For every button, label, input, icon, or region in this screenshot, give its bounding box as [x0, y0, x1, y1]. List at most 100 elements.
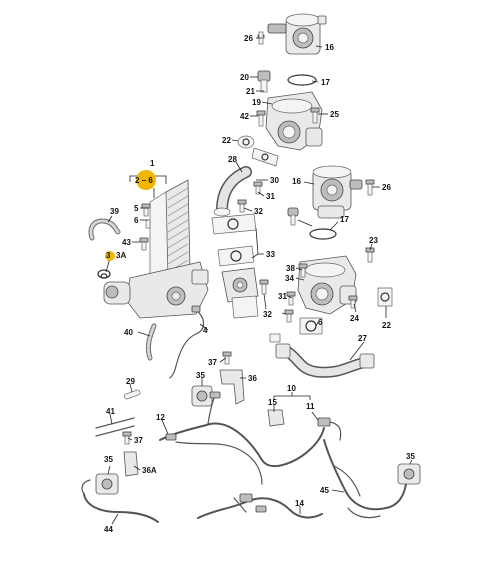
egr-cooler-1 [125, 179, 209, 319]
pipe-29 [124, 389, 141, 400]
callout-24: 24 [350, 314, 359, 323]
callout-10: 10 [287, 384, 296, 393]
callout-36a: 36A [142, 466, 157, 475]
connector-12 [165, 433, 177, 441]
callout-17-upper: 17 [321, 78, 330, 87]
screw-32-upper [237, 199, 247, 213]
callout-35-upper: 35 [196, 371, 205, 380]
sensor-32-lower [287, 207, 299, 226]
callout-44: 44 [104, 525, 113, 534]
screw-42 [256, 110, 266, 127]
screw-24 [348, 295, 358, 309]
screw-32-lower [284, 309, 294, 323]
intake-pipe-30 [213, 166, 252, 217]
vacuum-harness-10 [159, 397, 325, 485]
callout-37-upper: 37 [208, 358, 217, 367]
callout-29: 29 [126, 377, 135, 386]
gasket-33-lower [217, 245, 255, 267]
callout-45: 45 [320, 486, 329, 495]
callout-21: 21 [246, 87, 255, 96]
callout-28: 28 [228, 155, 237, 164]
coolant-hose-39 [88, 218, 121, 241]
clip-15 [267, 409, 285, 427]
vacuum-harness-14 [197, 493, 323, 519]
highlight-marker-3 [105, 251, 115, 261]
callout-40: 40 [124, 328, 133, 337]
highlight-marker-2-6 [136, 170, 156, 190]
callout-38: 38 [286, 264, 295, 273]
callout-12: 12 [156, 413, 165, 422]
callout-33: 33 [266, 250, 275, 259]
callout-26-lower: 26 [382, 183, 391, 192]
callout-35-right: 35 [406, 452, 415, 461]
callout-16-upper: 16 [325, 43, 334, 52]
o-ring-3a [97, 269, 111, 279]
gasket-28 [251, 147, 279, 167]
pipe-27 [275, 343, 375, 378]
callout-43: 43 [122, 238, 131, 247]
callout-6-cooler: 6 [134, 216, 139, 225]
egr-valve-upper [267, 13, 327, 55]
screw-37-upper [222, 351, 232, 365]
callout-16-lower: 16 [292, 177, 301, 186]
callout-35-left: 35 [104, 455, 113, 464]
screw-38 [298, 263, 308, 278]
callout-5: 5 [134, 204, 139, 213]
callout-41: 41 [106, 407, 115, 416]
coolant-hose-40 [145, 323, 157, 361]
callout-34: 34 [285, 274, 294, 283]
screw-6-cooler [145, 219, 151, 229]
callout-17-lower: 17 [340, 215, 349, 224]
egr-cooler-valve-3 [103, 281, 131, 305]
callout-3a: 3A [116, 251, 126, 260]
callout-2-6: 2 – 6 [135, 176, 153, 185]
solenoid-35-upper [191, 385, 221, 407]
callout-14: 14 [295, 499, 304, 508]
vacuum-line-4 [169, 305, 205, 379]
gasket-22-upper [237, 135, 255, 149]
callout-31-lower: 31 [278, 292, 287, 301]
screw-26-lower [365, 179, 375, 196]
vacuum-line-44 [81, 479, 159, 523]
callout-42: 42 [240, 112, 249, 121]
callout-1: 1 [150, 159, 155, 168]
callout-30: 30 [270, 176, 279, 185]
callout-36: 36 [248, 374, 257, 383]
callout-37-lower: 37 [134, 436, 143, 445]
callout-25: 25 [330, 110, 339, 119]
callout-6-lower: 6 [318, 318, 323, 327]
o-ring-17-lower [309, 228, 337, 240]
screw-37-lower [122, 431, 132, 445]
egr-housing-19 [265, 91, 323, 151]
vacuum-line-11 [95, 417, 135, 437]
screw-31-upper [253, 181, 263, 195]
callout-31-upper: 31 [266, 192, 275, 201]
sensor-20 [257, 70, 271, 93]
callout-39: 39 [110, 207, 119, 216]
screw-5 [141, 203, 151, 217]
callout-20: 20 [240, 73, 249, 82]
connector-11-right [317, 417, 342, 441]
callout-3: 3 [106, 251, 111, 260]
gasket-33-bottom [231, 295, 259, 319]
bracket-36a [123, 451, 139, 477]
screw-32-mid [259, 279, 269, 295]
callout-26-upper: 26 [244, 34, 253, 43]
callout-27: 27 [358, 334, 367, 343]
callout-32-upper: 32 [254, 207, 263, 216]
flange-pipe-33 [221, 267, 259, 303]
callout-4: 4 [203, 326, 208, 335]
solenoid-35-right [397, 463, 421, 485]
bracket-36 [219, 369, 245, 405]
egr-valve-lower [312, 165, 363, 219]
callout-15: 15 [268, 398, 277, 407]
callout-23: 23 [369, 236, 378, 245]
callout-32-lower: 32 [263, 310, 272, 319]
solenoid-35-left [95, 473, 119, 495]
callout-22-lower: 22 [382, 321, 391, 330]
callout-19: 19 [252, 98, 261, 107]
callout-labels: 1 2 – 6 3 3A 4 5 6 6 10 11 41 12 14 15 1… [104, 34, 415, 534]
o-ring-17-upper [287, 74, 317, 86]
